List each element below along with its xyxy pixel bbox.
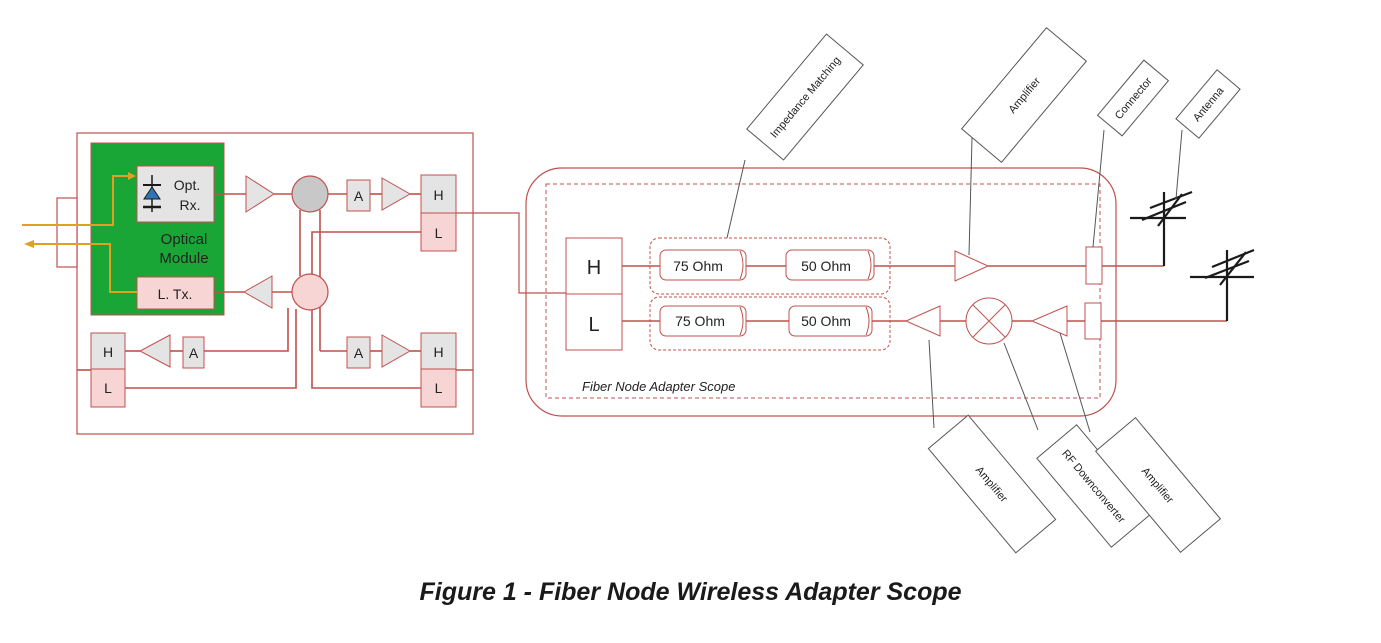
callout-leaders [726,129,1183,433]
node-attenuator-top-label: A [354,188,364,204]
impedance-group-low [649,296,891,351]
ohm75-low-label: 75 Ohm [675,313,725,329]
connector-high [1085,246,1103,285]
diplexer-top-high [420,174,457,214]
antenna-icon-second [1190,248,1255,321]
node-amplifier-bottom-right [381,334,412,368]
diplexer-left-high-label: H [103,344,113,360]
figure-caption: Figure 1 - Fiber Node Wireless Adapter S… [419,578,962,606]
callout-amplifier-top: Amplifier [960,27,1088,163]
ohm50-high-label: 50 Ohm [801,258,851,274]
adapter-outline [525,167,1117,417]
adapter-signal-lines [622,265,1227,322]
adapter: Fiber Node Adapter Scope H L [525,167,1227,417]
ohm75-high-label: 75 Ohm [673,258,723,274]
node-attenuator-bottom-left [182,336,205,369]
optical-module-label-line2: Module [159,250,208,267]
antenna-icon [1130,190,1193,266]
combiner-circle [291,175,329,213]
node-attenuator-top [346,179,371,212]
node-amplifier-top-right [381,177,412,211]
l-tx-label: L. Tx. [158,286,193,302]
diplexer-left-low [90,368,126,408]
photodiode-icon [143,175,161,212]
ohm75-high: 75 Ohm [659,249,747,281]
adapter-amplifier-forward [954,250,990,282]
laser-transmitter-box [136,276,215,310]
ohm50-high: 50 Ohm [785,249,875,281]
fiber-node: Opt. Rx. Optical Module L. Tx. [22,132,474,435]
diplexer-right-low-label: L [435,380,443,396]
adapter-scope-label: Fiber Node Adapter Scope [582,379,735,394]
adapter-scope-outline [545,183,1101,399]
diplexer-right-high-label: H [433,344,443,360]
adapter-high-label: H [587,257,601,279]
node-amplifier-return [242,275,273,309]
diplexer-top-low-label: L [435,225,443,241]
diplexer-top-high-label: H [433,187,443,203]
diplexer-left-high [90,332,126,370]
diplexer-left-low-label: L [104,380,112,396]
connector-low [1084,302,1102,340]
node-amplifier-bottom-left [138,334,171,368]
node-attenuator-bottom-left-label: A [189,345,199,361]
opt-rx-label-line2: Rx. [180,197,201,213]
adapter-low-box [565,293,623,351]
adapter-high-box [565,237,623,295]
splitter-circle [291,273,329,311]
node-attenuator-bottom-right [346,336,371,369]
node-to-adapter-link [456,212,566,294]
opt-rx-label-line1: Opt. [174,177,200,193]
diplexer-right-high [420,332,457,370]
callout-antenna: Antenna [1175,69,1241,139]
fiber-port [56,197,78,268]
adapter-amplifier-return-left [904,305,941,337]
adapter-low-label: L [588,314,599,336]
callout-amplifier-bottom-right: Amplifier [1094,417,1222,553]
node-amplifier-forward [245,175,275,213]
callout-impedance-matching: Impedance Matching [746,33,864,161]
optical-module-label-line1: Optical [161,231,208,248]
node-attenuator-bottom-right-label: A [354,345,364,361]
diplexer-right-low [420,368,457,408]
ohm50-low: 50 Ohm [788,305,873,337]
adapter-amplifier-return-right [1030,305,1068,337]
ohm75-low: 75 Ohm [659,305,747,337]
rf-downconverter-mixer [965,297,1013,345]
ohm50-low-label: 50 Ohm [801,313,851,329]
diplexer-top-low [420,212,457,252]
callout-amplifier-bottom-left: Amplifier [927,414,1057,554]
callout-connector: Connector [1096,59,1170,137]
fiber-lines [22,172,137,293]
